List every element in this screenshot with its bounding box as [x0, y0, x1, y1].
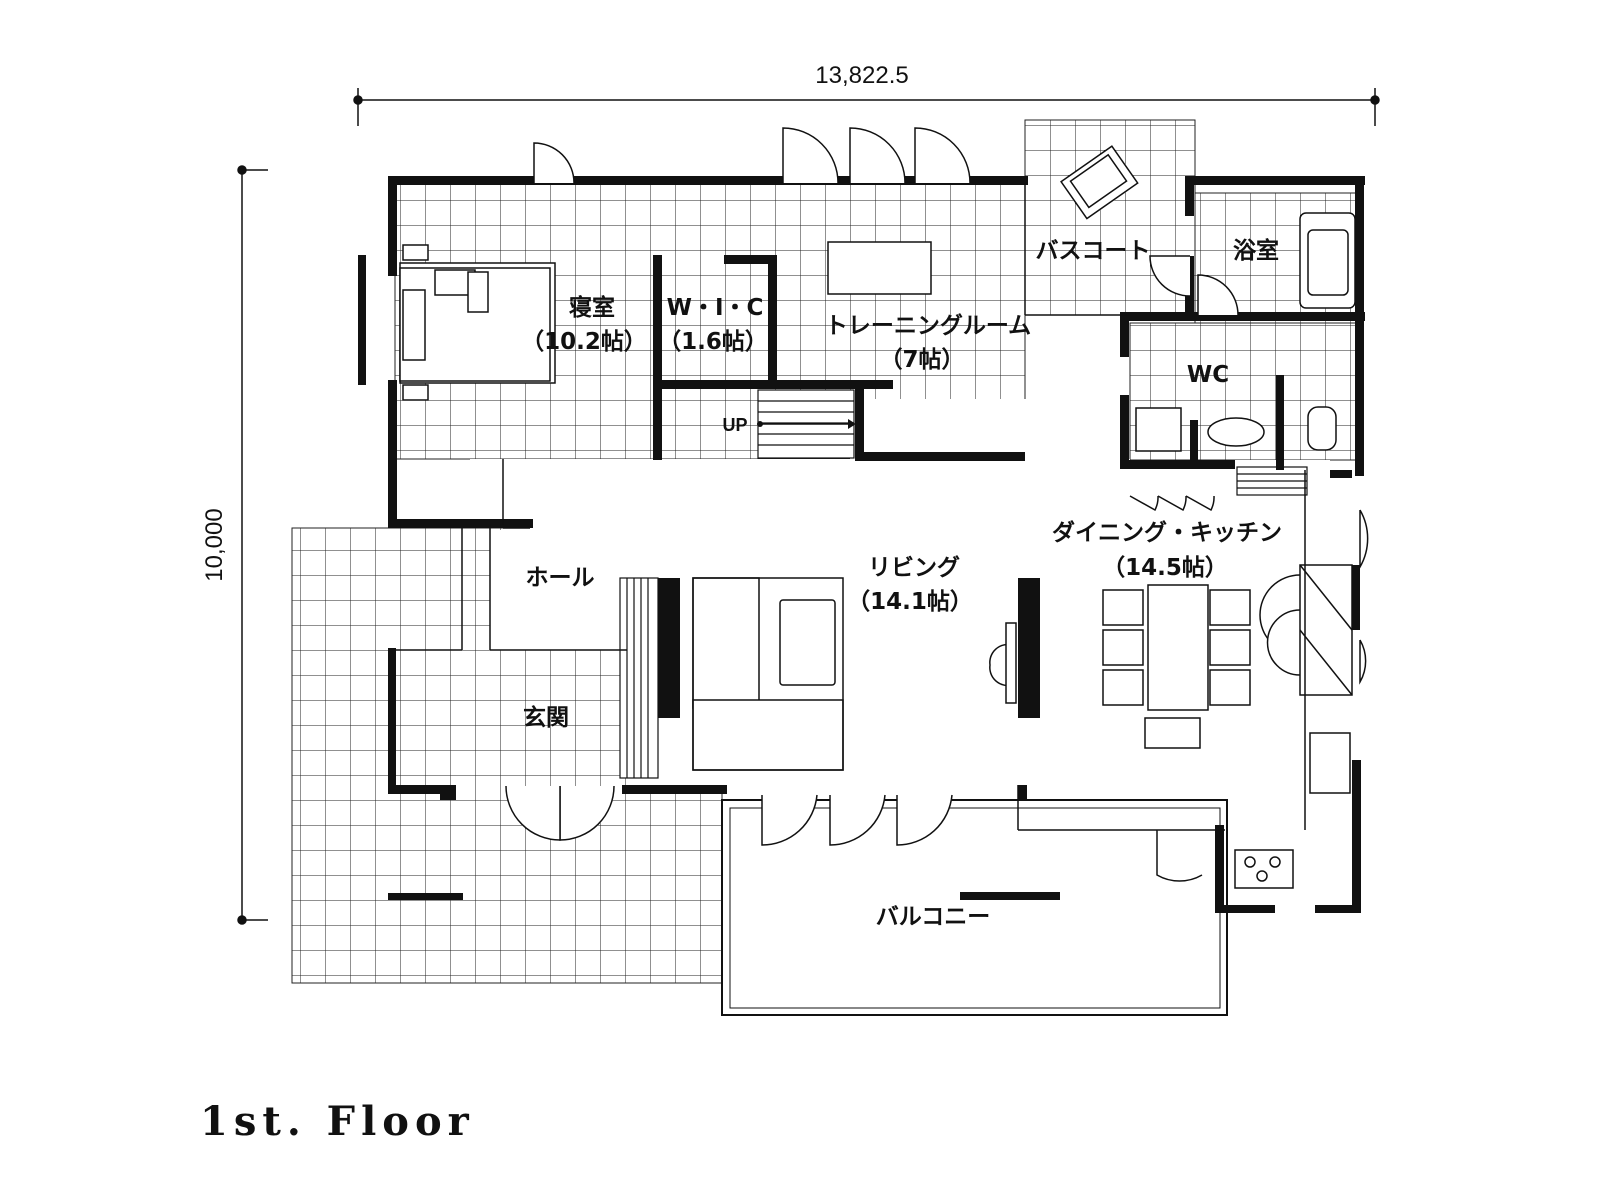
sofa: [692, 577, 760, 709]
stair-up-label: UP: [722, 415, 747, 435]
living-size: （14.1帖）: [847, 588, 973, 615]
coffee-table: [779, 599, 836, 686]
depth-dimension: 10,000: [201, 508, 228, 581]
floor-title: 1st. Floor: [200, 1098, 475, 1145]
training-room-name: トレーニングルーム: [825, 312, 1031, 339]
wash-basin: [1207, 417, 1265, 447]
bedroom-size: （10.2帖）: [521, 328, 647, 355]
bath-name: 浴室: [1233, 237, 1279, 264]
wic-name: W・I・C: [667, 295, 764, 321]
kitchen-sink: [1309, 732, 1351, 794]
balcony-name: バルコニー: [876, 904, 991, 930]
bench: [827, 241, 932, 295]
stairs: [619, 389, 1308, 779]
bedroom-name: 寝室: [569, 294, 615, 321]
width-dimension: 13,822.5: [815, 62, 908, 89]
bathcourt-chair: [1060, 145, 1139, 220]
training-room-size: （7帖）: [879, 346, 964, 373]
kitchen-cooktop: [1234, 849, 1294, 889]
entrance-name: 玄関: [523, 704, 569, 731]
dining-table: [1147, 584, 1209, 711]
bathcourt-name: バスコート: [1036, 238, 1151, 264]
wic-size: （1.6帖）: [658, 328, 768, 355]
room-labels: 13,822.5 10,000 寝室 （10.2帖） W・I・C （1.6帖） …: [201, 62, 1282, 930]
thin-walls: [395, 183, 1306, 831]
dimension-lines: [237, 88, 1380, 925]
wc-name: WC: [1187, 362, 1229, 388]
living-name: リビング: [868, 554, 960, 581]
furniture: [399, 145, 1356, 889]
dining-kitchen-name: ダイニング・キッチン: [1052, 519, 1282, 546]
washing-machine: [1135, 407, 1182, 452]
hall-name: ホール: [526, 565, 595, 591]
door-swings: [505, 127, 1369, 882]
dining-kitchen-size: （14.5帖）: [1102, 554, 1228, 581]
